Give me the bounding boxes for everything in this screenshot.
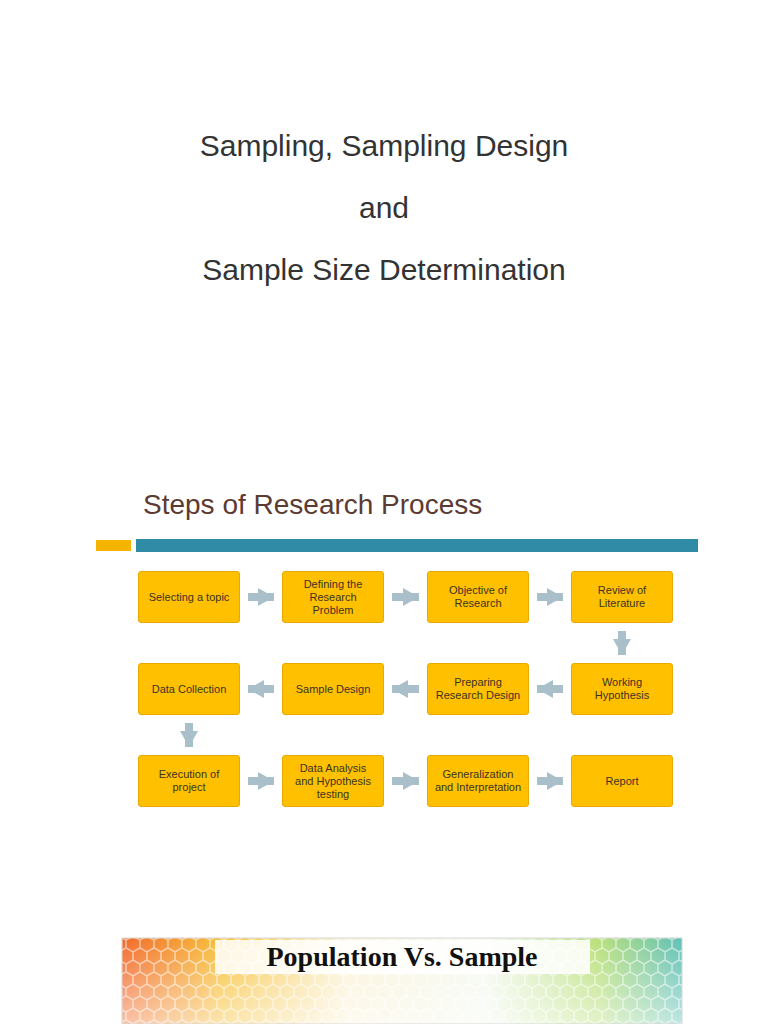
diagram-title: Steps of Research Process [143, 488, 482, 522]
flow-arrow [248, 685, 274, 693]
flow-arrow [537, 777, 563, 785]
rule-bar [136, 539, 698, 552]
flow-arrow [392, 777, 419, 785]
box-text: Sample Design [296, 683, 371, 696]
flow-arrow [392, 685, 419, 693]
page-heading: and [0, 190, 768, 226]
process-box: Selecting a topic [138, 571, 240, 623]
banner-heading: Population Vs. Sample [122, 940, 682, 974]
flow-arrow [537, 593, 563, 601]
process-box: Execution of project [138, 755, 240, 807]
flow-arrow [392, 593, 419, 601]
box-text: Report [605, 775, 638, 788]
box-text: Review of Literature [578, 584, 666, 610]
box-text: Working Hypothesis [578, 676, 666, 702]
box-text: Execution of project [145, 768, 233, 794]
process-box: Working Hypothesis [571, 663, 673, 715]
process-box: Objective of Research [427, 571, 529, 623]
box-text: Selecting a topic [149, 591, 230, 604]
process-box: Report [571, 755, 673, 807]
box-text: Data Collection [152, 683, 227, 696]
box-text: Preparing Research Design [434, 676, 522, 702]
page-heading: Sampling, Sampling Design [0, 128, 768, 164]
flow-arrow [248, 777, 274, 785]
box-text: Data Analysis and Hypothesis testing [289, 762, 377, 801]
flow-arrow [618, 631, 626, 655]
banner-image [122, 938, 682, 1024]
flow-arrow [185, 723, 193, 747]
process-box: Review of Literature [571, 571, 673, 623]
box-text: Generalization and Interpretation [434, 768, 522, 794]
box-text: Objective of Research [434, 584, 522, 610]
process-box: Data Collection [138, 663, 240, 715]
process-box: Data Analysis and Hypothesis testing [282, 755, 384, 807]
process-box: Sample Design [282, 663, 384, 715]
page-heading: Sample Size Determination [0, 252, 768, 288]
flow-arrow [537, 685, 563, 693]
flow-arrow [248, 593, 274, 601]
box-text: Defining the Research Problem [289, 578, 377, 617]
process-box: Defining the Research Problem [282, 571, 384, 623]
process-box: Generalization and Interpretation [427, 755, 529, 807]
process-box: Preparing Research Design [427, 663, 529, 715]
accent-bar [96, 540, 131, 551]
